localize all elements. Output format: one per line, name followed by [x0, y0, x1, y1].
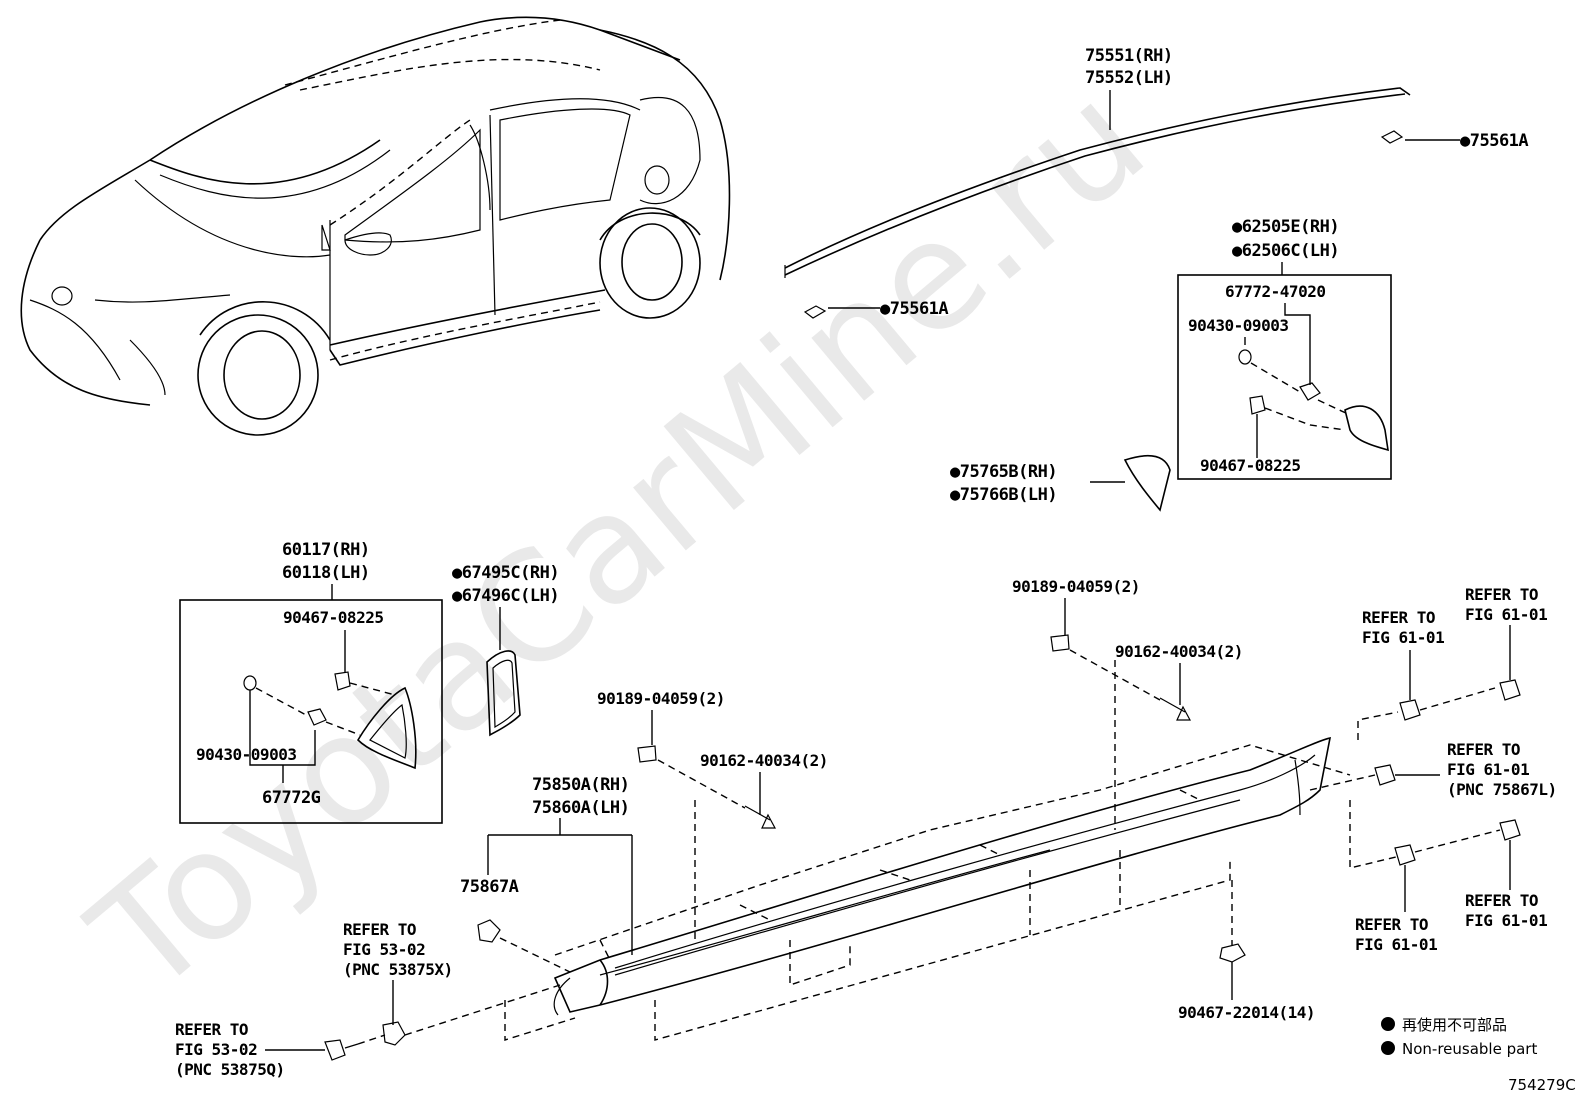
label-67772-47020: 67772-47020: [1225, 282, 1325, 301]
vehicle-illustration: [20, 16, 731, 436]
clip-75867l: [1374, 764, 1396, 786]
clip-75867a: [477, 919, 501, 943]
label-75561a-left: ●75561A: [880, 299, 948, 319]
ref-61-01-a-line1: REFER TO: [1362, 608, 1435, 627]
label-75860a-lh: 75860A(LH): [532, 798, 629, 818]
legend-bullet-en: [1381, 1041, 1395, 1055]
ref-61-01-b-line2: FIG 61-01: [1465, 605, 1547, 624]
rocker-panel-moulding: [553, 736, 1332, 1016]
roof-moulding: [784, 87, 1411, 278]
washer-90430-left: [243, 675, 257, 691]
clip-67772-top: [1299, 382, 1321, 401]
clip-53875x: [382, 1021, 406, 1046]
ref-53-02-q-line1: REFER TO: [175, 1020, 248, 1039]
label-62505e-rh: ●62505E(RH): [1232, 217, 1339, 237]
ref-61-01-c-line2: FIG 61-01: [1355, 935, 1437, 954]
legend-jp: 再使用不可部品: [1402, 1016, 1507, 1034]
label-75552-lh: 75552(LH): [1085, 68, 1173, 88]
screw-90162-right: [1159, 697, 1192, 721]
clip-53875q: [324, 1039, 359, 1061]
label-90162-40034-right: 90162-40034(2): [1115, 642, 1243, 661]
ref-53-02-x-line2: FIG 53-02: [343, 940, 425, 959]
garnish-67495c: [486, 650, 521, 737]
label-75561a-right: ●75561A: [1460, 131, 1528, 151]
clip-61-01-d: [1499, 819, 1521, 841]
garnish-60117-box: [179, 599, 443, 824]
label-90189-04059-right: 90189-04059(2): [1012, 577, 1140, 596]
label-75765b-rh: ●75765B(RH): [950, 462, 1057, 482]
garnish-60117: [356, 686, 417, 770]
label-62506c-lh: ●62506C(LH): [1232, 241, 1339, 261]
ref-53-02-x-line3: (PNC 53875X): [343, 960, 453, 979]
label-90189-04059-left: 90189-04059(2): [597, 689, 725, 708]
ref-61-01-l-line2: FIG 61-01: [1447, 760, 1529, 779]
nut-90467-top: [1249, 395, 1266, 415]
ref-61-01-a-line2: FIG 61-01: [1362, 628, 1444, 647]
ref-61-01-l-line3: (PNC 75867L): [1447, 780, 1557, 799]
clip-61-01-c: [1394, 844, 1416, 866]
figure-id: 754279C: [1508, 1076, 1576, 1094]
clip-61-01-b: [1499, 679, 1521, 701]
legend-bullet-jp: [1381, 1017, 1395, 1031]
screw-90162-left: [744, 805, 777, 829]
clip-75561a-right: [1380, 130, 1404, 144]
label-90467-22014: 90467-22014(14): [1178, 1003, 1315, 1022]
nut-90467-left: [334, 671, 351, 691]
clip-61-01-a: [1399, 699, 1421, 721]
ref-53-02-q-line2: FIG 53-02: [175, 1040, 257, 1059]
label-67772g: 67772G: [262, 788, 321, 808]
ref-61-01-l-line1: REFER TO: [1447, 740, 1520, 759]
washer-90430-top: [1238, 349, 1252, 365]
label-75867a: 75867A: [460, 877, 519, 897]
label-90430-09003-top: 90430-09003: [1188, 316, 1288, 335]
label-75850a-rh: 75850A(RH): [532, 775, 629, 795]
garnish-62505e-box: [1177, 274, 1392, 480]
garnish-62505e: [1344, 405, 1389, 452]
ref-53-02-q-line3: (PNC 53875Q): [175, 1060, 285, 1079]
label-67496c-lh: ●67496C(LH): [452, 586, 559, 606]
clip-90467-22014: [1219, 943, 1246, 963]
nut-90189-left: [637, 745, 657, 763]
label-60117-rh: 60117(RH): [282, 540, 370, 560]
ref-61-01-b-line1: REFER TO: [1465, 585, 1538, 604]
nut-90189-right: [1050, 634, 1070, 652]
label-90467-08225-left: 90467-08225: [283, 608, 383, 627]
ref-61-01-d-line1: REFER TO: [1465, 891, 1538, 910]
label-75766b-lh: ●75766B(LH): [950, 485, 1057, 505]
moulding-75765b: [1123, 454, 1171, 512]
clip-67772g: [307, 708, 327, 726]
label-75551-rh: 75551(RH): [1085, 46, 1173, 66]
watermark: ToyotaCarMine.ru: [61, 52, 1177, 1028]
legend-en: Non-reusable part: [1402, 1040, 1537, 1058]
ref-53-02-x-line1: REFER TO: [343, 920, 416, 939]
label-90430-09003-left: 90430-09003: [196, 745, 296, 764]
label-60118-lh: 60118(LH): [282, 563, 370, 583]
label-90162-40034-left: 90162-40034(2): [700, 751, 828, 770]
label-67495c-rh: ●67495C(RH): [452, 563, 559, 583]
ref-61-01-d-line2: FIG 61-01: [1465, 911, 1547, 930]
clip-75561a-left: [803, 305, 827, 319]
label-90467-08225-top: 90467-08225: [1200, 456, 1300, 475]
ref-61-01-c-line1: REFER TO: [1355, 915, 1428, 934]
